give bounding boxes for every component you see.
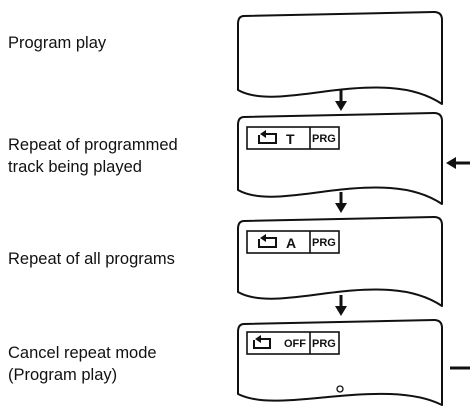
left-arrow-icon [446,157,456,169]
lcd-segment-2: T PRG [246,126,340,150]
step-2-label-line-2: track being played [8,158,142,176]
down-arrow-1 [335,90,347,111]
prg-badge-2: PRG [312,133,336,145]
mode-indicator-3: A [286,235,296,251]
step-2-label-line-1: Repeat of programmed [8,136,178,154]
loop-back-arrow [446,157,470,370]
step-1-label: Program play [8,34,107,52]
lcd-segment-3: A PRG [246,230,340,254]
display-panel-4 [237,319,443,406]
down-arrow-3 [335,295,347,316]
display-panel-1 [237,11,443,105]
repeat-arrowhead-icon [260,130,266,138]
indicator-dot [336,385,344,393]
mode-indicator-2: T [286,131,295,147]
repeat-icon [258,237,277,248]
display-panel-2 [237,112,443,205]
prg-badge-3: PRG [312,237,336,249]
prg-badge-4: PRG [312,338,336,350]
step-3-label: Repeat of all programs [8,250,175,268]
mode-indicator-4: OFF [284,338,306,350]
repeat-arrowhead-icon [260,234,266,242]
down-arrow-2 [335,192,347,213]
repeat-arrowhead-icon [255,335,261,343]
repeat-icon [253,338,271,349]
step-4-label-line-2: (Program play) [8,366,117,384]
repeat-icon [258,133,277,144]
lcd-segment-4: OFF PRG [246,331,340,355]
step-4-label-line-1: Cancel repeat mode [8,344,157,362]
display-panel-3 [237,216,443,307]
